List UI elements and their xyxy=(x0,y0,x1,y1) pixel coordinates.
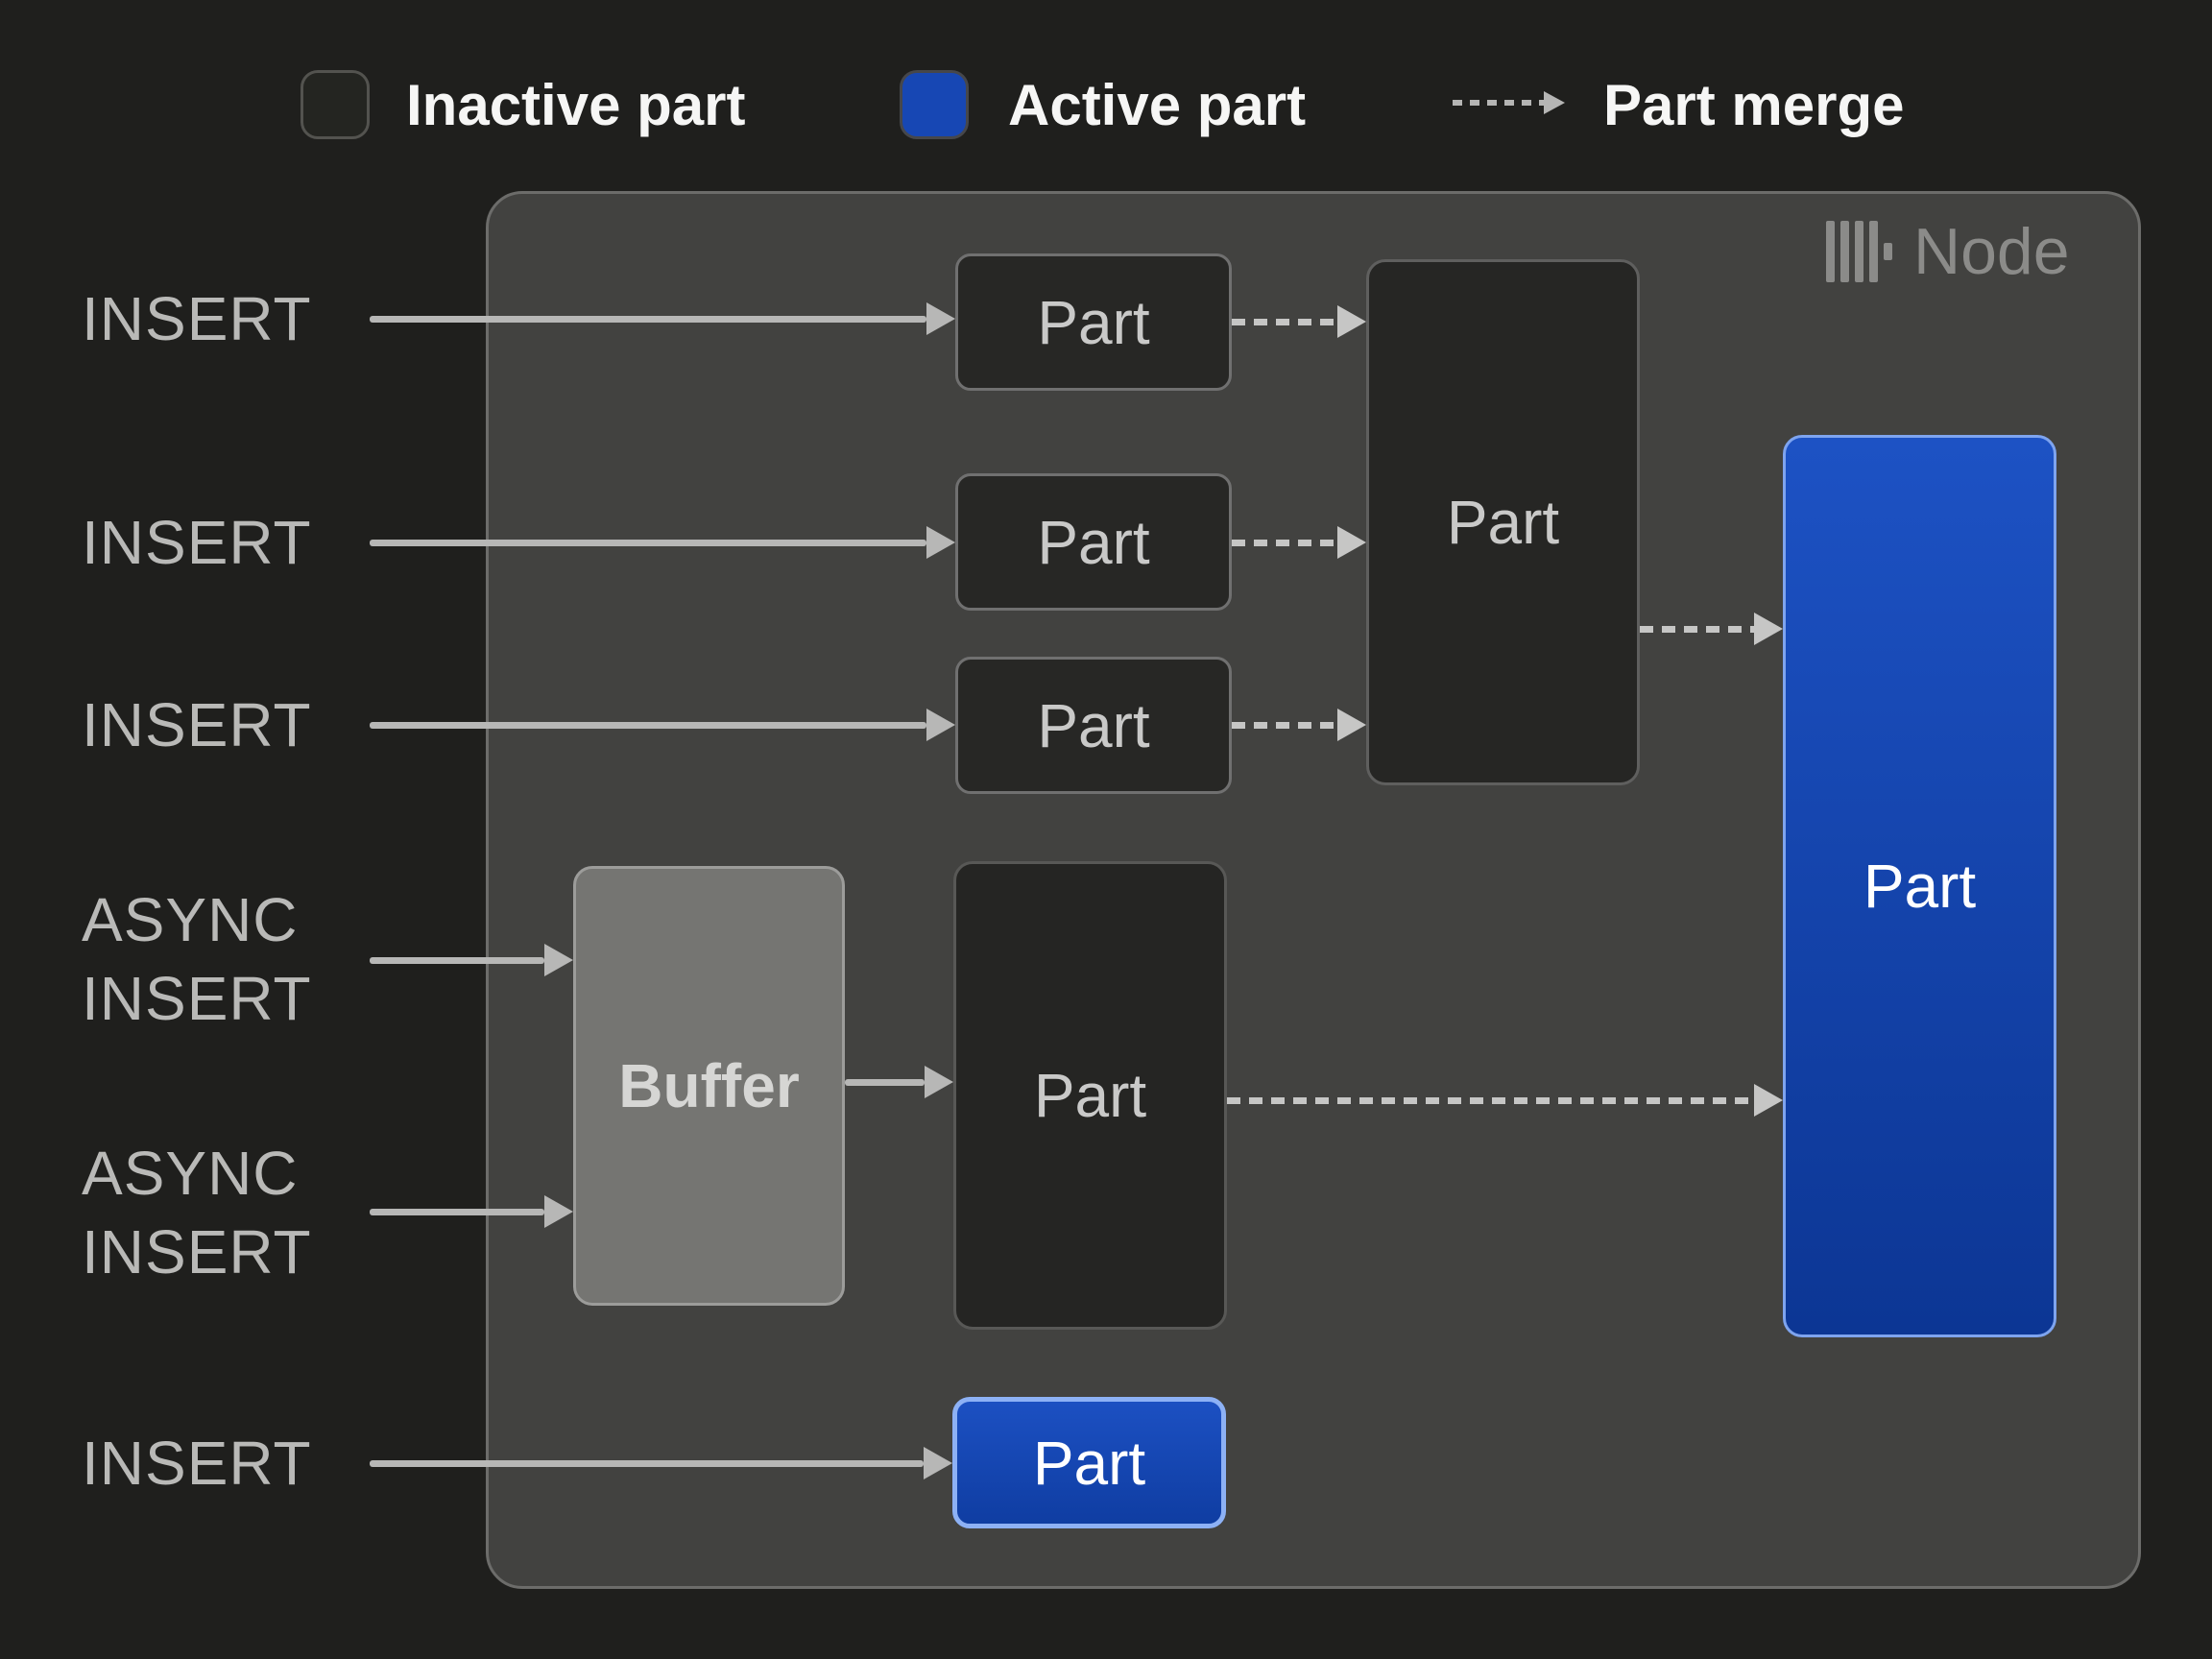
insert-arrow-1 xyxy=(370,302,955,335)
async-insert-label-1: ASYNC INSERT xyxy=(82,880,312,1038)
inactive-part-box-2: Part xyxy=(955,473,1232,611)
part-merge-arrow-3 xyxy=(1232,709,1366,741)
buffer-to-part-arrow xyxy=(845,1066,953,1098)
part-box-label: Part xyxy=(1863,852,1977,921)
buffer-box-label: Buffer xyxy=(618,1051,800,1120)
insert-label-1: INSERT xyxy=(82,279,312,358)
insert-label-text: INSERT xyxy=(82,508,312,577)
async-insert-arrow-1 xyxy=(370,944,573,976)
active-part-swatch xyxy=(900,70,969,139)
merged-to-active-arrow xyxy=(1640,613,1783,645)
async-insert-label-2: ASYNC INSERT xyxy=(82,1134,312,1291)
part-merge-arrow-icon xyxy=(1453,91,1565,114)
legend-label-merge: Part merge xyxy=(1603,72,1905,137)
insert-arrow-3 xyxy=(370,709,955,741)
merged-part-box: Part xyxy=(1366,259,1640,785)
legend-label-inactive: Inactive part xyxy=(406,72,746,137)
part-box-label: Part xyxy=(1033,1061,1147,1130)
insert-label-3: INSERT xyxy=(82,685,312,764)
async-insert-arrow-2 xyxy=(370,1195,573,1228)
insert-label-text: INSERT xyxy=(82,284,312,353)
part-merge-arrow-1 xyxy=(1232,305,1366,338)
part-box-label: Part xyxy=(1037,287,1150,357)
insert-label-text: INSERT xyxy=(82,690,312,759)
part-box-label: Part xyxy=(1037,507,1150,577)
async-part-box: Part xyxy=(953,861,1227,1330)
part-box-label: Part xyxy=(1032,1428,1146,1498)
async-part-to-active-arrow xyxy=(1227,1084,1783,1117)
inactive-part-box-3: Part xyxy=(955,657,1232,794)
async-insert-label-line1: ASYNC xyxy=(82,885,299,954)
node-title: Node xyxy=(1913,215,2070,288)
legend-arrowhead xyxy=(1544,91,1565,114)
node-header: Node xyxy=(1826,215,2070,288)
insert-arrow-4 xyxy=(370,1447,952,1479)
legend-label-active: Active part xyxy=(1008,72,1307,137)
insert-arrow-2 xyxy=(370,526,955,559)
inactive-part-box-1: Part xyxy=(955,253,1232,391)
part-merge-arrow-2 xyxy=(1232,526,1366,559)
part-box-label: Part xyxy=(1446,488,1560,557)
insert-label-2: INSERT xyxy=(82,503,312,582)
buffer-box: Buffer xyxy=(573,866,845,1306)
clickhouse-logo-icon xyxy=(1826,221,1892,282)
active-part-box-small: Part xyxy=(952,1397,1226,1528)
insert-label-text: INSERT xyxy=(82,1429,312,1498)
insert-label-4: INSERT xyxy=(82,1424,312,1503)
async-insert-label-line1: ASYNC xyxy=(82,1139,299,1208)
part-box-label: Part xyxy=(1037,690,1150,760)
inactive-part-swatch xyxy=(301,70,370,139)
legend-arrow-shaft xyxy=(1453,100,1544,106)
async-insert-label-line2: INSERT xyxy=(82,1217,312,1286)
active-part-box-large: Part xyxy=(1783,435,2056,1337)
async-insert-label-line2: INSERT xyxy=(82,964,312,1033)
